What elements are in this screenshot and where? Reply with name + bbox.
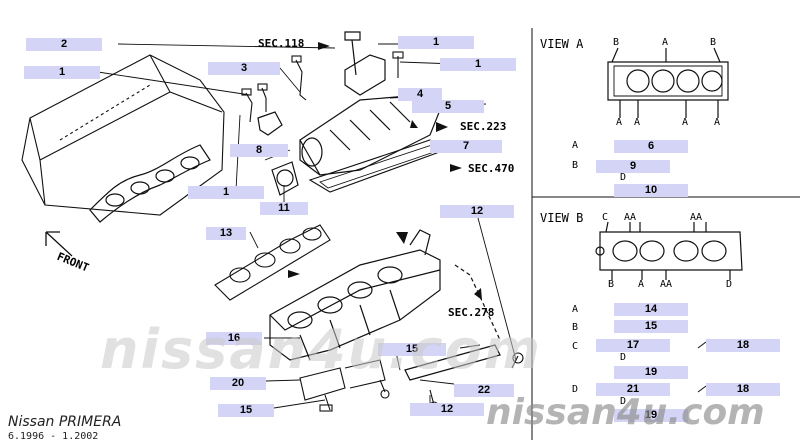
view-a-bottom-letter: A	[682, 117, 689, 128]
view-b-top-letter: AA	[624, 212, 637, 223]
section-label-118: SEC.118	[258, 37, 305, 50]
view-a-legend-d: D	[620, 172, 627, 183]
callout-view-b-15[interactable]: 15	[614, 320, 688, 333]
view-b-legend-c: C	[572, 341, 579, 352]
view-b-top-letter: AA	[690, 212, 703, 223]
callout-part-8[interactable]: 8	[230, 144, 288, 157]
view-b-bottom-letter: B	[608, 279, 615, 290]
front-arrow	[45, 231, 73, 257]
view-b-title: VIEW B	[540, 211, 584, 225]
view-a-bottom-letter: A	[616, 117, 623, 128]
view-b-bottom-letter: AA	[660, 279, 673, 290]
gasket-ports-left	[105, 156, 200, 207]
callout-part-1[interactable]: 1	[398, 36, 474, 49]
watermark: nissan4u.com	[486, 392, 765, 433]
view-a-title: VIEW A	[540, 37, 584, 51]
callout-view-a-6[interactable]: 6	[614, 140, 688, 153]
view-b-bottom-letter: D	[726, 279, 733, 290]
callout-part-3[interactable]: 3	[208, 62, 280, 75]
callout-part-22[interactable]: 22	[454, 384, 514, 397]
view-b-legend-d: D	[620, 352, 627, 363]
gasket-13	[214, 224, 331, 301]
callout-view-b-19[interactable]: 19	[614, 409, 688, 422]
stay-rod	[404, 264, 501, 381]
throttle-pipe	[344, 31, 386, 96]
callout-part-1[interactable]: 1	[440, 58, 516, 71]
callout-part-1[interactable]: 1	[24, 66, 100, 79]
view-b-legend-d: D	[620, 396, 627, 407]
view-b-bottom-letter: A	[638, 279, 645, 290]
callout-view-b-18[interactable]: 18	[706, 339, 780, 352]
view-b-legend-b: B	[572, 322, 579, 333]
callout-part-20[interactable]: 20	[210, 377, 266, 390]
section-arrows	[288, 42, 482, 300]
callout-part-12[interactable]: 12	[440, 205, 514, 218]
callout-part-7[interactable]: 7	[430, 140, 502, 153]
watermark: nissan4u.com	[100, 318, 543, 381]
view-a-bottom-letter: A	[634, 117, 641, 128]
callout-view-b-17[interactable]: 17	[596, 339, 670, 352]
callout-view-a-9[interactable]: 9	[596, 160, 670, 173]
section-label-223: SEC.223	[460, 120, 507, 133]
engine-cover	[21, 54, 225, 216]
view-a-top-letter: B	[710, 37, 717, 48]
gasket-11	[271, 161, 299, 196]
view-b-legend-d: D	[572, 384, 579, 395]
callout-part-13[interactable]: 13	[206, 227, 246, 240]
view-a-legend-b: B	[572, 160, 579, 171]
callout-part-2[interactable]: 2	[26, 38, 102, 51]
view-a-legend-a: A	[572, 140, 579, 151]
section-label-278: SEC.278	[448, 306, 495, 319]
gasket-lower-left	[89, 144, 211, 223]
callout-part-11[interactable]: 11	[260, 202, 308, 215]
intake-manifold-lower	[269, 229, 441, 361]
callout-part-1[interactable]: 1	[188, 186, 264, 199]
callout-part-5[interactable]: 5	[412, 100, 484, 113]
view-b-legend-a: A	[572, 304, 579, 315]
callout-part-4[interactable]: 4	[398, 88, 442, 101]
view-b-top-letter: C	[602, 212, 609, 223]
callout-view-a-10[interactable]: 10	[614, 184, 688, 197]
bracket-8	[257, 111, 283, 136]
production-period: 6.1996 - 1.2002	[8, 431, 99, 442]
callout-part-15[interactable]: 15	[378, 343, 446, 356]
section-label-470: SEC.470	[468, 162, 515, 175]
callout-part-15[interactable]: 15	[218, 404, 274, 417]
callout-view-b-14[interactable]: 14	[614, 303, 688, 316]
bolts	[241, 51, 524, 369]
callout-view-b-18[interactable]: 18	[706, 383, 780, 396]
view-a-bottom-letter: A	[714, 117, 721, 128]
model-name: Nissan PRIMERA	[8, 414, 122, 430]
legend-ticks	[697, 341, 707, 393]
callout-part-16[interactable]: 16	[206, 332, 262, 345]
view-a-gasket	[607, 47, 729, 118]
view-b-gasket	[595, 221, 743, 280]
callout-view-b-21[interactable]: 21	[596, 383, 670, 396]
view-a-top-letter: A	[662, 37, 669, 48]
view-a-top-letter: B	[613, 37, 620, 48]
callout-view-b-19[interactable]: 19	[614, 366, 688, 379]
callout-part-12[interactable]: 12	[410, 403, 484, 416]
